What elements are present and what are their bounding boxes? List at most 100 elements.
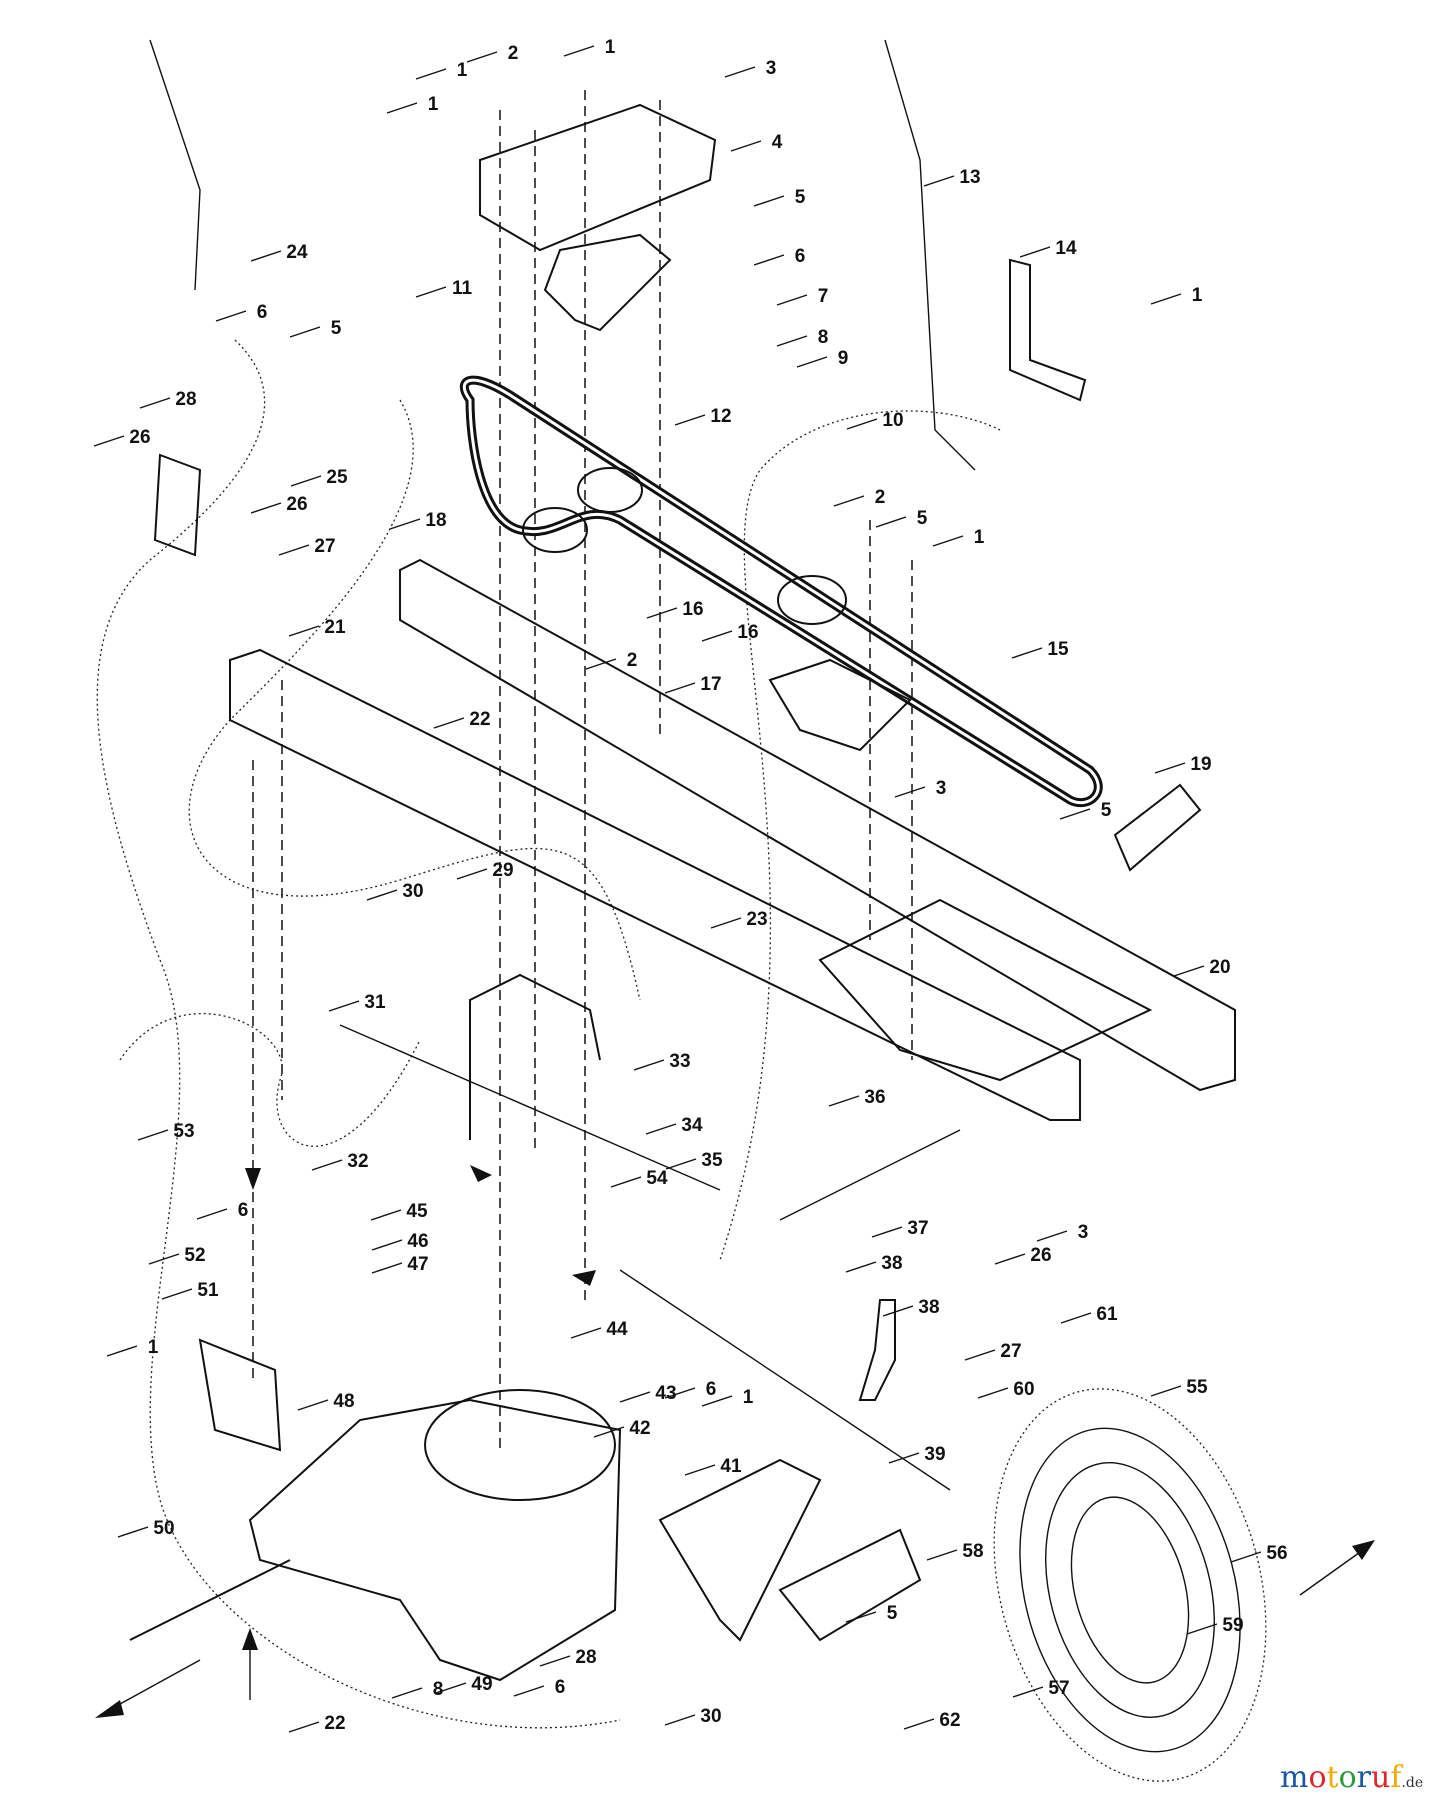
callout-38: 38 — [881, 1253, 902, 1274]
leader-line — [753, 195, 785, 207]
cable-31 — [339, 1024, 721, 1191]
callout-59: 59 — [1222, 1615, 1243, 1636]
callout-22: 22 — [324, 1713, 345, 1734]
leader-line — [674, 414, 706, 426]
frame-rail-left — [229, 648, 1081, 1121]
callout-26: 26 — [129, 427, 150, 448]
callout-39: 39 — [924, 1444, 945, 1465]
leader-line — [1173, 965, 1205, 977]
callout-3: 3 — [936, 778, 947, 799]
callout-2: 2 — [875, 487, 886, 508]
leader-line — [570, 1327, 602, 1339]
drive-belt — [459, 375, 1103, 808]
grip-19 — [1113, 783, 1202, 872]
callout-8: 8 — [818, 327, 829, 348]
leader-line — [845, 1261, 877, 1273]
leader-line — [646, 607, 678, 619]
leader-line — [161, 1288, 193, 1300]
leader-line — [753, 254, 785, 266]
leader-line — [701, 630, 733, 642]
leader-line — [433, 717, 465, 729]
callout-6: 6 — [238, 1200, 249, 1221]
leader-line — [701, 1395, 733, 1407]
bracket-51 — [198, 1338, 282, 1452]
bracket-14 — [1009, 258, 1087, 402]
callout-41: 41 — [720, 1456, 742, 1477]
callout-45: 45 — [406, 1201, 428, 1222]
leader-line — [1186, 1623, 1218, 1635]
leader-line — [117, 1526, 149, 1538]
leader-line — [833, 495, 865, 507]
callout-6: 6 — [555, 1677, 566, 1698]
callout-51: 51 — [197, 1280, 219, 1301]
callout-36: 36 — [864, 1087, 885, 1108]
leader-line — [278, 544, 310, 556]
leader-line — [290, 475, 322, 487]
callout-58: 58 — [962, 1541, 983, 1562]
leader-line — [288, 625, 320, 637]
callout-26: 26 — [286, 494, 307, 515]
leader-line — [415, 286, 447, 298]
callout-22: 22 — [469, 709, 490, 730]
bracket-28 — [153, 453, 202, 557]
cross-plate — [818, 898, 1153, 1082]
callout-29: 29 — [492, 860, 513, 881]
callout-16: 16 — [682, 599, 703, 620]
callout-11: 11 — [452, 278, 473, 299]
callout-44: 44 — [606, 1319, 628, 1340]
leader-line — [828, 1095, 860, 1107]
bracket-38 — [858, 1299, 896, 1401]
callout-3: 3 — [766, 58, 777, 79]
leader-line — [1230, 1551, 1262, 1563]
rod-13 — [884, 39, 976, 471]
transaxle-pulley — [424, 1389, 616, 1501]
leader-line — [875, 516, 907, 528]
callout-30: 30 — [402, 881, 423, 902]
leader-line — [633, 1059, 665, 1071]
callout-19: 19 — [1190, 754, 1211, 775]
leader-line — [391, 1687, 423, 1699]
idler-bracket — [543, 233, 672, 332]
leader-line — [93, 435, 125, 447]
callout-23: 23 — [746, 909, 767, 930]
callout-24: 24 — [286, 242, 308, 263]
leader-line — [610, 1176, 642, 1188]
leader-line — [1012, 1686, 1044, 1698]
leader-line — [664, 682, 696, 694]
leader-line — [730, 140, 762, 152]
rear-wheel — [993, 1388, 1267, 1782]
leader-line — [250, 250, 282, 262]
leader-line — [366, 889, 398, 901]
callout-12: 12 — [710, 406, 731, 427]
callout-21: 21 — [324, 617, 346, 638]
leader-line — [1150, 293, 1182, 305]
callout-2: 2 — [508, 43, 519, 64]
leader-line — [932, 535, 964, 547]
callout-28: 28 — [175, 389, 196, 410]
leader-line — [250, 502, 282, 514]
leader-line — [297, 1399, 329, 1411]
leader-line — [845, 1611, 877, 1623]
rod-24 — [149, 39, 201, 291]
mount-plate — [479, 103, 717, 252]
callout-6: 6 — [706, 1379, 717, 1400]
leader-line — [871, 1226, 903, 1238]
leader-line — [882, 1305, 914, 1317]
callout-1: 1 — [457, 60, 468, 81]
callout-5: 5 — [1101, 800, 1112, 821]
callout-32: 32 — [347, 1151, 368, 1172]
leader-line — [724, 66, 756, 78]
shift-lever — [469, 973, 601, 1140]
callout-1: 1 — [428, 94, 439, 115]
callout-5: 5 — [331, 318, 342, 339]
leader-line — [466, 51, 498, 63]
leader-line — [977, 1387, 1009, 1399]
callout-34: 34 — [681, 1115, 703, 1136]
callout-48: 48 — [333, 1391, 354, 1412]
leader-line — [215, 310, 247, 322]
callout-9: 9 — [838, 348, 849, 369]
callout-43: 43 — [655, 1383, 676, 1404]
callout-52: 52 — [184, 1245, 205, 1266]
callout-55: 55 — [1186, 1377, 1208, 1398]
